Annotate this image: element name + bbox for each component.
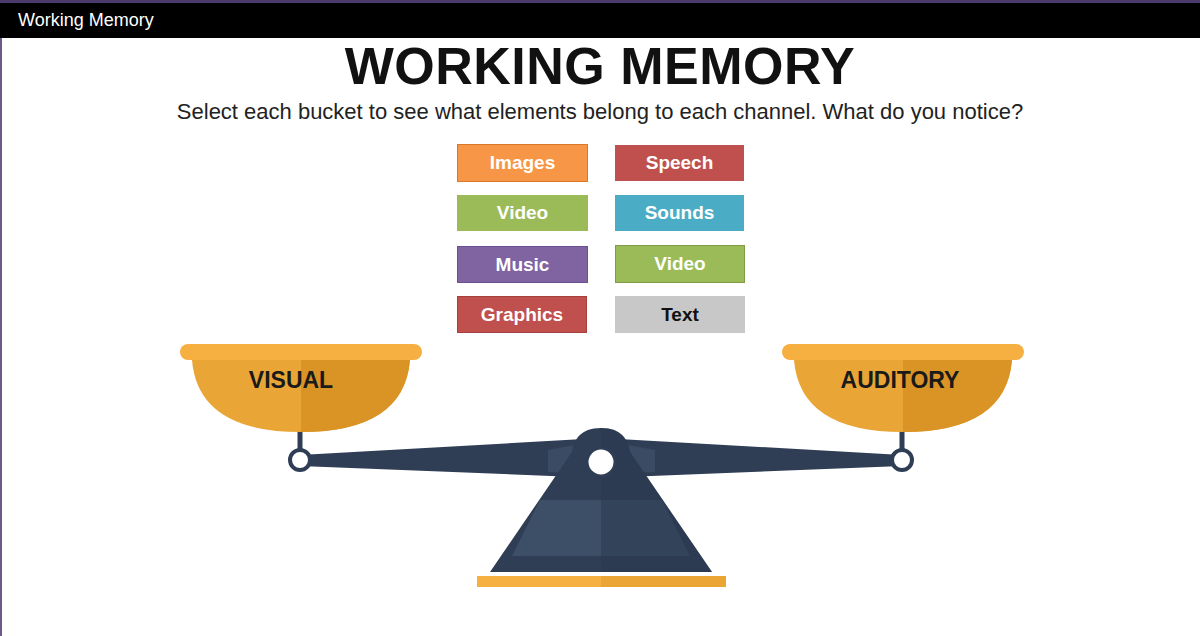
visual-bucket: VISUAL [180, 344, 422, 434]
bucket-bowl [192, 360, 410, 432]
button-label: Video [497, 202, 548, 224]
channel-button: Speech [615, 145, 744, 181]
pivot-pin [587, 448, 615, 476]
channel-button: Sounds [615, 195, 744, 231]
auditory-bucket: AUDITORY [782, 344, 1024, 434]
channel-button: Graphics [457, 296, 587, 333]
channel-button: Images [457, 144, 588, 182]
bucket-rim [782, 344, 1024, 360]
scale-base [477, 576, 726, 587]
page-title: WORKING MEMORY [0, 36, 1200, 96]
bucket-bowl [794, 360, 1012, 432]
bucket-label: VISUAL [249, 367, 333, 394]
button-label: Images [490, 152, 555, 174]
scale-base-shade [601, 576, 726, 587]
header-bar: Working Memory [0, 3, 1200, 38]
left-edge-line [0, 3, 2, 636]
channel-button: Text [615, 296, 745, 333]
instruction-text: Select each bucket to see what elements … [0, 99, 1200, 125]
header-title: Working Memory [18, 10, 154, 31]
bucket-rim [180, 344, 422, 360]
button-label: Video [654, 253, 705, 275]
channel-button: Music [457, 246, 588, 283]
button-label: Text [661, 304, 699, 326]
left-beam-joint [290, 450, 310, 470]
scale-pivot [490, 428, 712, 572]
button-label: Graphics [481, 304, 563, 326]
channel-button: Video [457, 195, 588, 231]
pivot-shadow [601, 428, 712, 572]
bucket-label: AUDITORY [841, 367, 960, 394]
button-label: Speech [646, 152, 714, 174]
right-beam-joint [892, 450, 912, 470]
button-label: Music [496, 254, 550, 276]
channel-button: Video [615, 245, 745, 283]
button-label: Sounds [645, 202, 715, 224]
